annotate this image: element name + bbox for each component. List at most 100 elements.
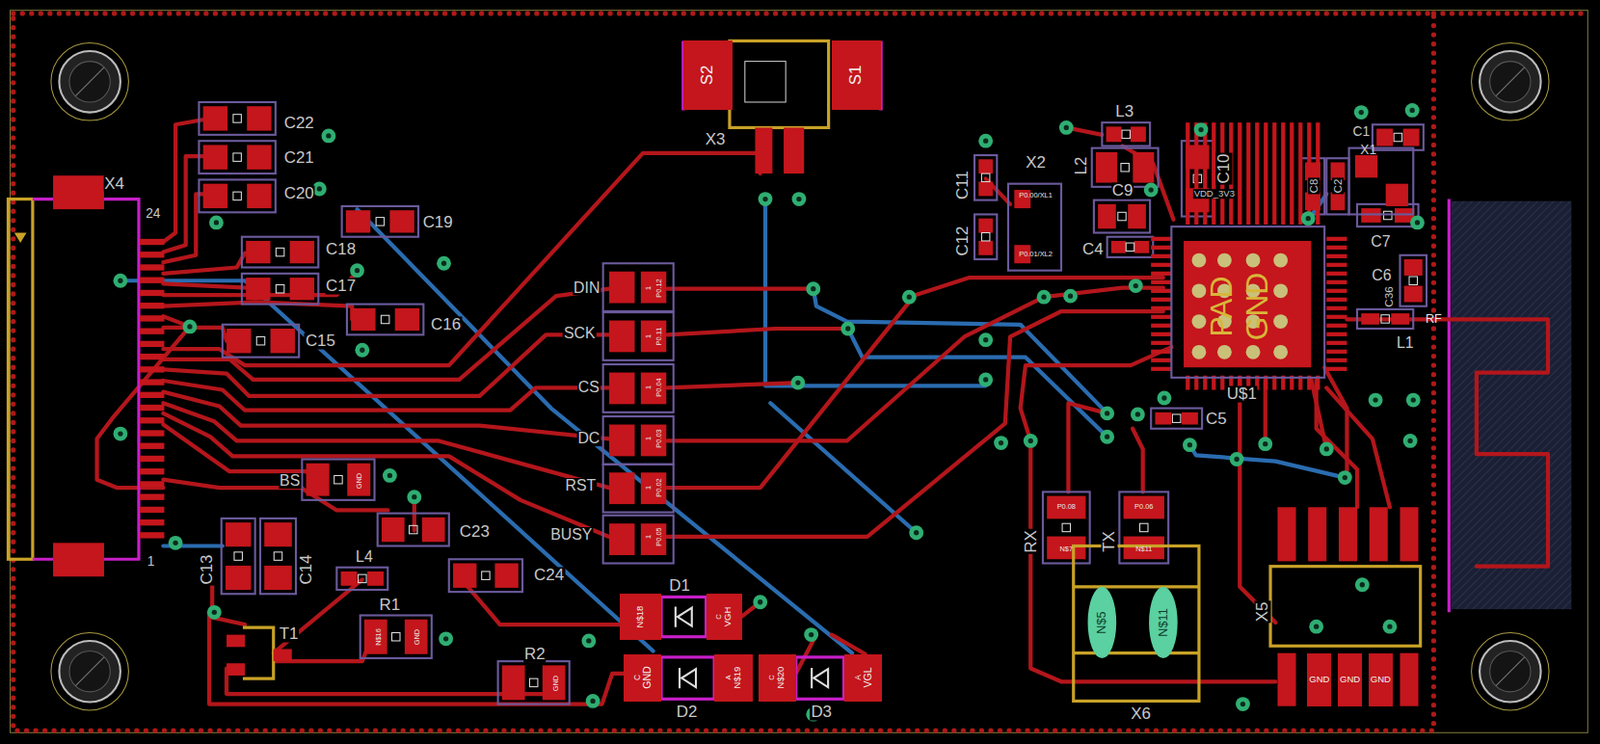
reference-designator: 24 xyxy=(144,207,161,221)
copper-pad: N$18 xyxy=(619,593,662,640)
via xyxy=(1319,442,1334,457)
testpad xyxy=(640,320,667,353)
label-holder: BUSY xyxy=(549,527,593,543)
pad-net-name: N$20 xyxy=(775,666,786,690)
smd-pad xyxy=(1111,240,1126,254)
via-drill xyxy=(1342,475,1348,480)
pin1-marker xyxy=(14,232,27,243)
testpad xyxy=(640,425,667,457)
ic-pin xyxy=(1326,289,1347,294)
label-holder: GND xyxy=(1242,270,1274,342)
connector-pin xyxy=(139,519,164,526)
via-drill xyxy=(1198,127,1203,133)
smd-pad xyxy=(1123,536,1165,560)
diode-body xyxy=(796,657,845,699)
connector-pin xyxy=(139,404,164,411)
ic-center-pad xyxy=(1183,240,1311,368)
smd-pad xyxy=(1106,126,1122,142)
top-trace xyxy=(666,296,913,488)
reference-designator: C19 xyxy=(422,213,454,231)
label-holder: C1 xyxy=(1351,125,1371,139)
origin-mark xyxy=(1381,315,1389,323)
smd-pad xyxy=(203,106,228,131)
testpad xyxy=(609,523,635,556)
reference-designator: C24 xyxy=(533,567,565,585)
label-holder: TX xyxy=(1100,530,1118,554)
via xyxy=(1063,289,1078,304)
board-outline xyxy=(13,13,1435,731)
component-outline xyxy=(1400,255,1428,307)
via-drill xyxy=(983,138,988,144)
ic-pin xyxy=(1326,358,1347,363)
via xyxy=(586,693,601,709)
via-drill xyxy=(354,267,360,273)
origin-mark xyxy=(981,232,989,240)
via-drill xyxy=(1135,411,1141,417)
ic-pin xyxy=(1326,245,1347,250)
ic-pin xyxy=(1298,122,1303,225)
smd-pad xyxy=(246,144,271,169)
pad-text-group: AN$19 xyxy=(724,666,743,690)
ic-pin xyxy=(1263,122,1268,225)
copper-pad: S1 xyxy=(831,40,881,110)
pad-net-label: P0.08 xyxy=(1056,503,1077,510)
smd-pad xyxy=(245,277,270,300)
label-holder: C19 xyxy=(422,213,454,231)
via-drill xyxy=(906,294,912,300)
component-outline xyxy=(1042,491,1091,563)
smd-pad xyxy=(389,210,414,233)
via xyxy=(1059,120,1074,135)
ic-pin xyxy=(1326,341,1347,346)
pad-net-label: C8 xyxy=(1307,177,1320,194)
mount-hole-outline xyxy=(1471,632,1549,710)
label-holder: 1 xyxy=(645,533,653,540)
via xyxy=(320,129,336,144)
connector-pin xyxy=(139,290,164,296)
origin-mark xyxy=(529,678,537,687)
thermal-via xyxy=(1192,283,1207,298)
smd-pad xyxy=(264,565,293,590)
component-outline xyxy=(360,614,432,658)
reference-designator: RX xyxy=(1023,529,1040,555)
smd-pad xyxy=(978,159,993,174)
reference-designator: C16 xyxy=(429,316,462,333)
connector-pin xyxy=(139,264,164,270)
pad-net-label: P0.03 xyxy=(655,428,663,450)
origin-mark xyxy=(1062,523,1070,532)
ic-pin xyxy=(1254,122,1259,225)
origin-mark xyxy=(234,552,242,560)
reference-designator: RST xyxy=(564,478,598,494)
connector-outline xyxy=(7,199,32,560)
ic-pin xyxy=(1326,263,1347,267)
component-outline xyxy=(198,140,275,174)
smd-pad xyxy=(350,308,375,331)
header-line xyxy=(1073,651,1200,655)
label-holder: 1 xyxy=(645,284,653,291)
label-holder: U$1 xyxy=(1226,385,1258,402)
label-holder: D3 xyxy=(809,703,833,720)
testpad xyxy=(609,373,635,405)
pad-net-label: P0.00/XL1 xyxy=(1017,192,1054,200)
origin-mark xyxy=(358,574,367,583)
smd-pad xyxy=(264,522,293,547)
smd-pad xyxy=(381,517,405,542)
pad-net-name: A xyxy=(724,675,733,681)
label-holder: X3 xyxy=(704,132,727,149)
pad-net-label: GND xyxy=(552,674,560,693)
ic-pin xyxy=(1150,289,1172,294)
smd-pad xyxy=(1154,412,1172,426)
through-hole-pad xyxy=(1148,586,1178,659)
label-holder: 1 xyxy=(645,333,653,340)
label-holder: P0.06 xyxy=(1133,503,1154,510)
smd-pad xyxy=(273,648,293,662)
via-drill xyxy=(1187,442,1193,448)
smd-pad xyxy=(453,563,477,588)
smd-pad xyxy=(203,144,228,169)
reference-designator: DIN xyxy=(572,280,601,296)
reference-designator: C11 xyxy=(955,169,972,201)
connector-pin xyxy=(139,378,164,385)
via xyxy=(978,373,993,388)
top-trace xyxy=(162,380,610,411)
origin-mark xyxy=(1118,212,1126,220)
